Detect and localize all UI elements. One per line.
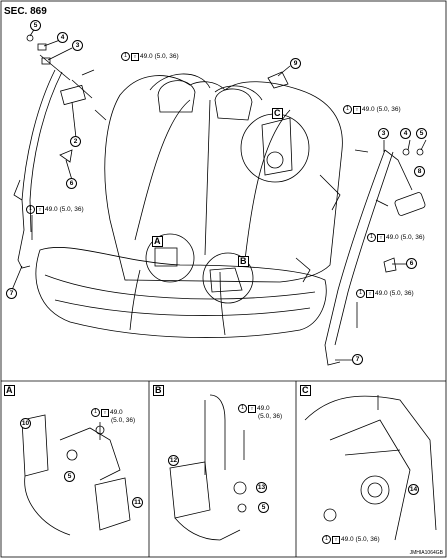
torque-wrench-icon: T bbox=[366, 289, 374, 298]
callout-3: 3 bbox=[378, 128, 389, 139]
callout-6: 6 bbox=[406, 258, 417, 269]
callout-3: 3 bbox=[72, 40, 83, 51]
callout-8: 8 bbox=[414, 166, 425, 177]
callout-1: 1 bbox=[238, 404, 247, 413]
panel-b-label: B bbox=[153, 385, 164, 396]
torque-wrench-icon: T bbox=[131, 52, 139, 61]
detail-label-b: B bbox=[238, 256, 249, 267]
detail-label-a: A bbox=[152, 236, 163, 247]
callout-4: 4 bbox=[57, 32, 68, 43]
callout-6: 6 bbox=[66, 178, 77, 189]
callout-12: 12 bbox=[168, 455, 179, 466]
callout-1: 1 bbox=[343, 105, 352, 114]
detail-label-c: C bbox=[272, 108, 283, 119]
callout-4: 4 bbox=[400, 128, 411, 139]
callout-1: 1 bbox=[322, 535, 331, 544]
callout-10: 10 bbox=[20, 418, 31, 429]
callout-1: 1 bbox=[367, 233, 376, 242]
callout-13: 13 bbox=[256, 482, 267, 493]
callout-1: 1 bbox=[26, 205, 35, 214]
callout-5: 5 bbox=[30, 20, 41, 31]
panel-a-label: A bbox=[4, 385, 15, 396]
torque-wrench-icon: T bbox=[101, 408, 109, 417]
callout-5: 5 bbox=[258, 502, 269, 513]
panel-c-label: C bbox=[300, 385, 311, 396]
callout-9: 9 bbox=[290, 58, 301, 69]
callout-7: 7 bbox=[6, 288, 17, 299]
figure-code: JMHIA1064GB bbox=[409, 550, 443, 556]
torque-wrench-icon: T bbox=[248, 404, 256, 413]
callout-2: 2 bbox=[70, 136, 81, 147]
callout-1: 1 bbox=[121, 52, 130, 61]
torque-wrench-icon: T bbox=[353, 105, 361, 114]
section-title: SEC. 869 bbox=[4, 6, 47, 17]
torque-wrench-icon: T bbox=[332, 535, 340, 544]
callout-5: 5 bbox=[416, 128, 427, 139]
callout-7: 7 bbox=[352, 354, 363, 365]
callout-5: 5 bbox=[64, 471, 75, 482]
callout-1: 1 bbox=[91, 408, 100, 417]
torque-wrench-icon: T bbox=[36, 205, 44, 214]
callout-14: 14 bbox=[408, 484, 419, 495]
callout-1: 1 bbox=[356, 289, 365, 298]
callout-11: 11 bbox=[132, 497, 143, 508]
torque-wrench-icon: T bbox=[377, 233, 385, 242]
